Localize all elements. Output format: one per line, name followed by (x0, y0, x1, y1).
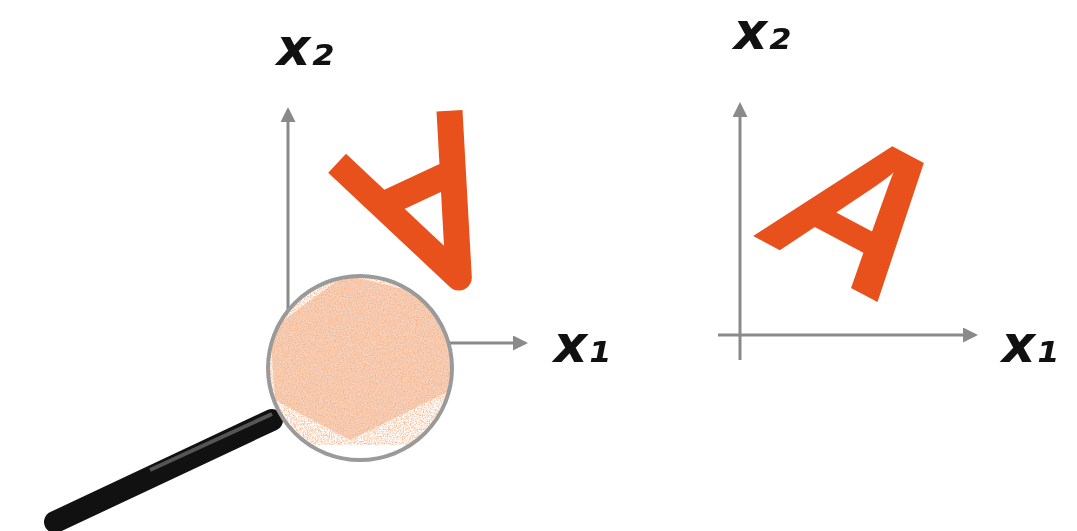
axis-label: x₁ (554, 316, 610, 373)
axis-label: x₂ (277, 19, 333, 76)
magnifier (55, 270, 458, 522)
axis-label: x₁ (1002, 316, 1058, 373)
axis-label: x₂ (734, 3, 790, 60)
rotated-letter: A (742, 82, 974, 339)
